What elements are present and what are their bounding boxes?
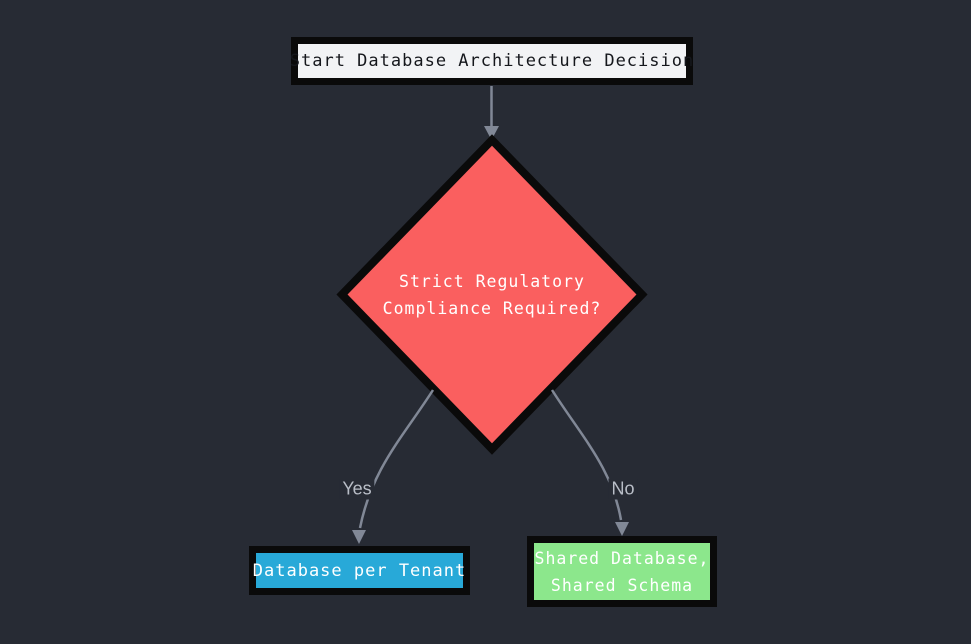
edge-decision-to-yes bbox=[358, 389, 435, 529]
edge-label-no: No bbox=[608, 478, 638, 500]
edge-decision-to-no bbox=[550, 389, 623, 521]
start-node-label: Start Database Architecture Decision bbox=[289, 51, 695, 71]
decision-diamond-shape bbox=[336, 134, 648, 455]
edge-label-yes: Yes bbox=[339, 478, 375, 500]
shared-database-label-line2: Shared Schema bbox=[550, 575, 694, 595]
arrowhead-down-icon bbox=[484, 126, 499, 140]
arrowhead-down-icon bbox=[352, 530, 366, 544]
shared-database-node: Shared Database, Shared Schema bbox=[527, 536, 717, 607]
shared-database-label-line1: Shared Database, bbox=[534, 548, 710, 568]
database-per-tenant-label: Database per Tenant bbox=[252, 560, 467, 581]
database-per-tenant-node: Database per Tenant bbox=[249, 546, 470, 595]
start-node: Start Database Architecture Decision bbox=[289, 37, 695, 85]
arrowhead-down-icon bbox=[615, 522, 629, 536]
